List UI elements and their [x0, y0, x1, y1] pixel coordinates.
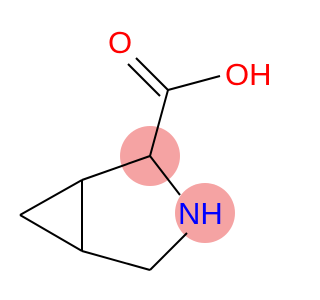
carbonyl-oxygen-label: O — [108, 25, 132, 60]
molecule-structure-diagram: O OH NH — [19, 25, 272, 271]
bond-cyclopropane-left-top — [19, 179, 83, 216]
hydroxyl-label: OH — [225, 57, 272, 92]
bond-c2-carboxyl — [149, 89, 169, 157]
bond-c1-c2 — [81, 155, 151, 181]
bonds — [19, 57, 221, 271]
bond-n-c4 — [149, 232, 188, 271]
amine-label: NH — [178, 196, 223, 231]
bond-c2-n — [149, 155, 181, 196]
bond-c4-c5 — [81, 250, 151, 271]
amine-highlight — [175, 183, 235, 243]
bond-cyclopropane-left-bottom — [19, 214, 83, 252]
bond-carbonyl-double-a — [135, 57, 169, 91]
bond-carbonyl-double-b — [127, 63, 161, 97]
bond-carboxyl-oh — [167, 75, 221, 91]
